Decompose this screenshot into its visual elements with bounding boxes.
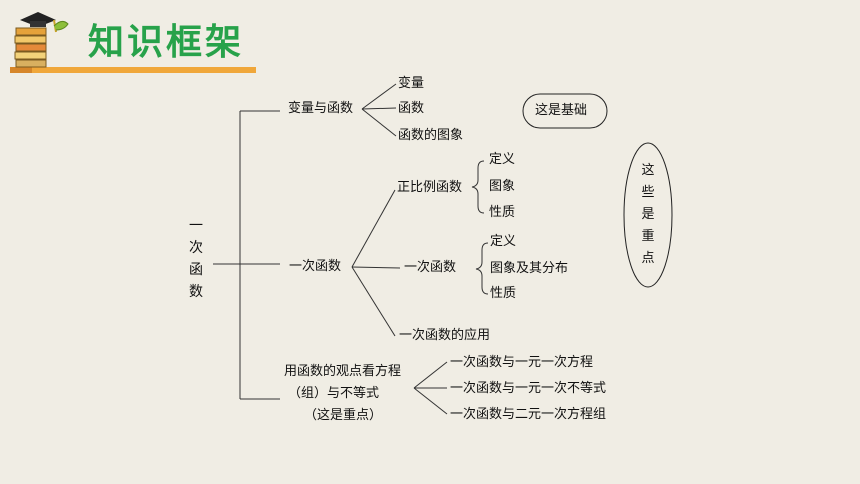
sub-proportional-function: 正比例函数 [397, 180, 463, 195]
header-underline [10, 67, 256, 73]
sub1-child-1: 图象 [489, 179, 516, 194]
sub2-child-2: 性质 [490, 286, 517, 301]
header-underline-accent [10, 67, 32, 73]
note-key-label: 这些是重点 [641, 163, 655, 266]
b1-child-0: 变量 [398, 76, 425, 91]
b3-child-1: 一次函数与一元一次不等式 [450, 381, 607, 396]
sub2-child-0: 定义 [490, 234, 517, 249]
sub-linear-function: 一次函数 [404, 260, 457, 275]
sub1-child-2: 性质 [489, 205, 516, 220]
branch-equations-inequalities-line3: （这是重点） [304, 408, 383, 423]
b1-child-1: 函数 [398, 101, 425, 116]
branch-equations-inequalities-line1: 用函数的观点看方程 [284, 364, 402, 379]
note-basic-bubble [522, 93, 608, 129]
root-node: 一次函数 [188, 215, 204, 303]
root-label: 一次函数 [189, 218, 203, 300]
b3-child-0: 一次函数与一元一次方程 [450, 355, 594, 370]
branch-linear-function: 一次函数 [289, 259, 342, 274]
branch-equations-inequalities-line2: （组）与不等式 [288, 386, 380, 401]
b1-child-2: 函数的图象 [398, 128, 464, 143]
note-basic-text: 这是基础 [535, 103, 588, 118]
b3-child-2: 一次函数与二元一次方程组 [450, 407, 607, 422]
sub2-child-1: 图象及其分布 [490, 261, 569, 276]
books-graduation-cap-icon [14, 12, 69, 68]
page-title: 知识框架 [88, 22, 245, 63]
sub-linear-function-application: 一次函数的应用 [399, 328, 491, 343]
sub1-child-0: 定义 [489, 152, 516, 167]
note-key-text: 这些是重点 [640, 160, 656, 270]
note-key-bubble [623, 142, 673, 288]
branch-variables-functions: 变量与函数 [288, 101, 354, 116]
